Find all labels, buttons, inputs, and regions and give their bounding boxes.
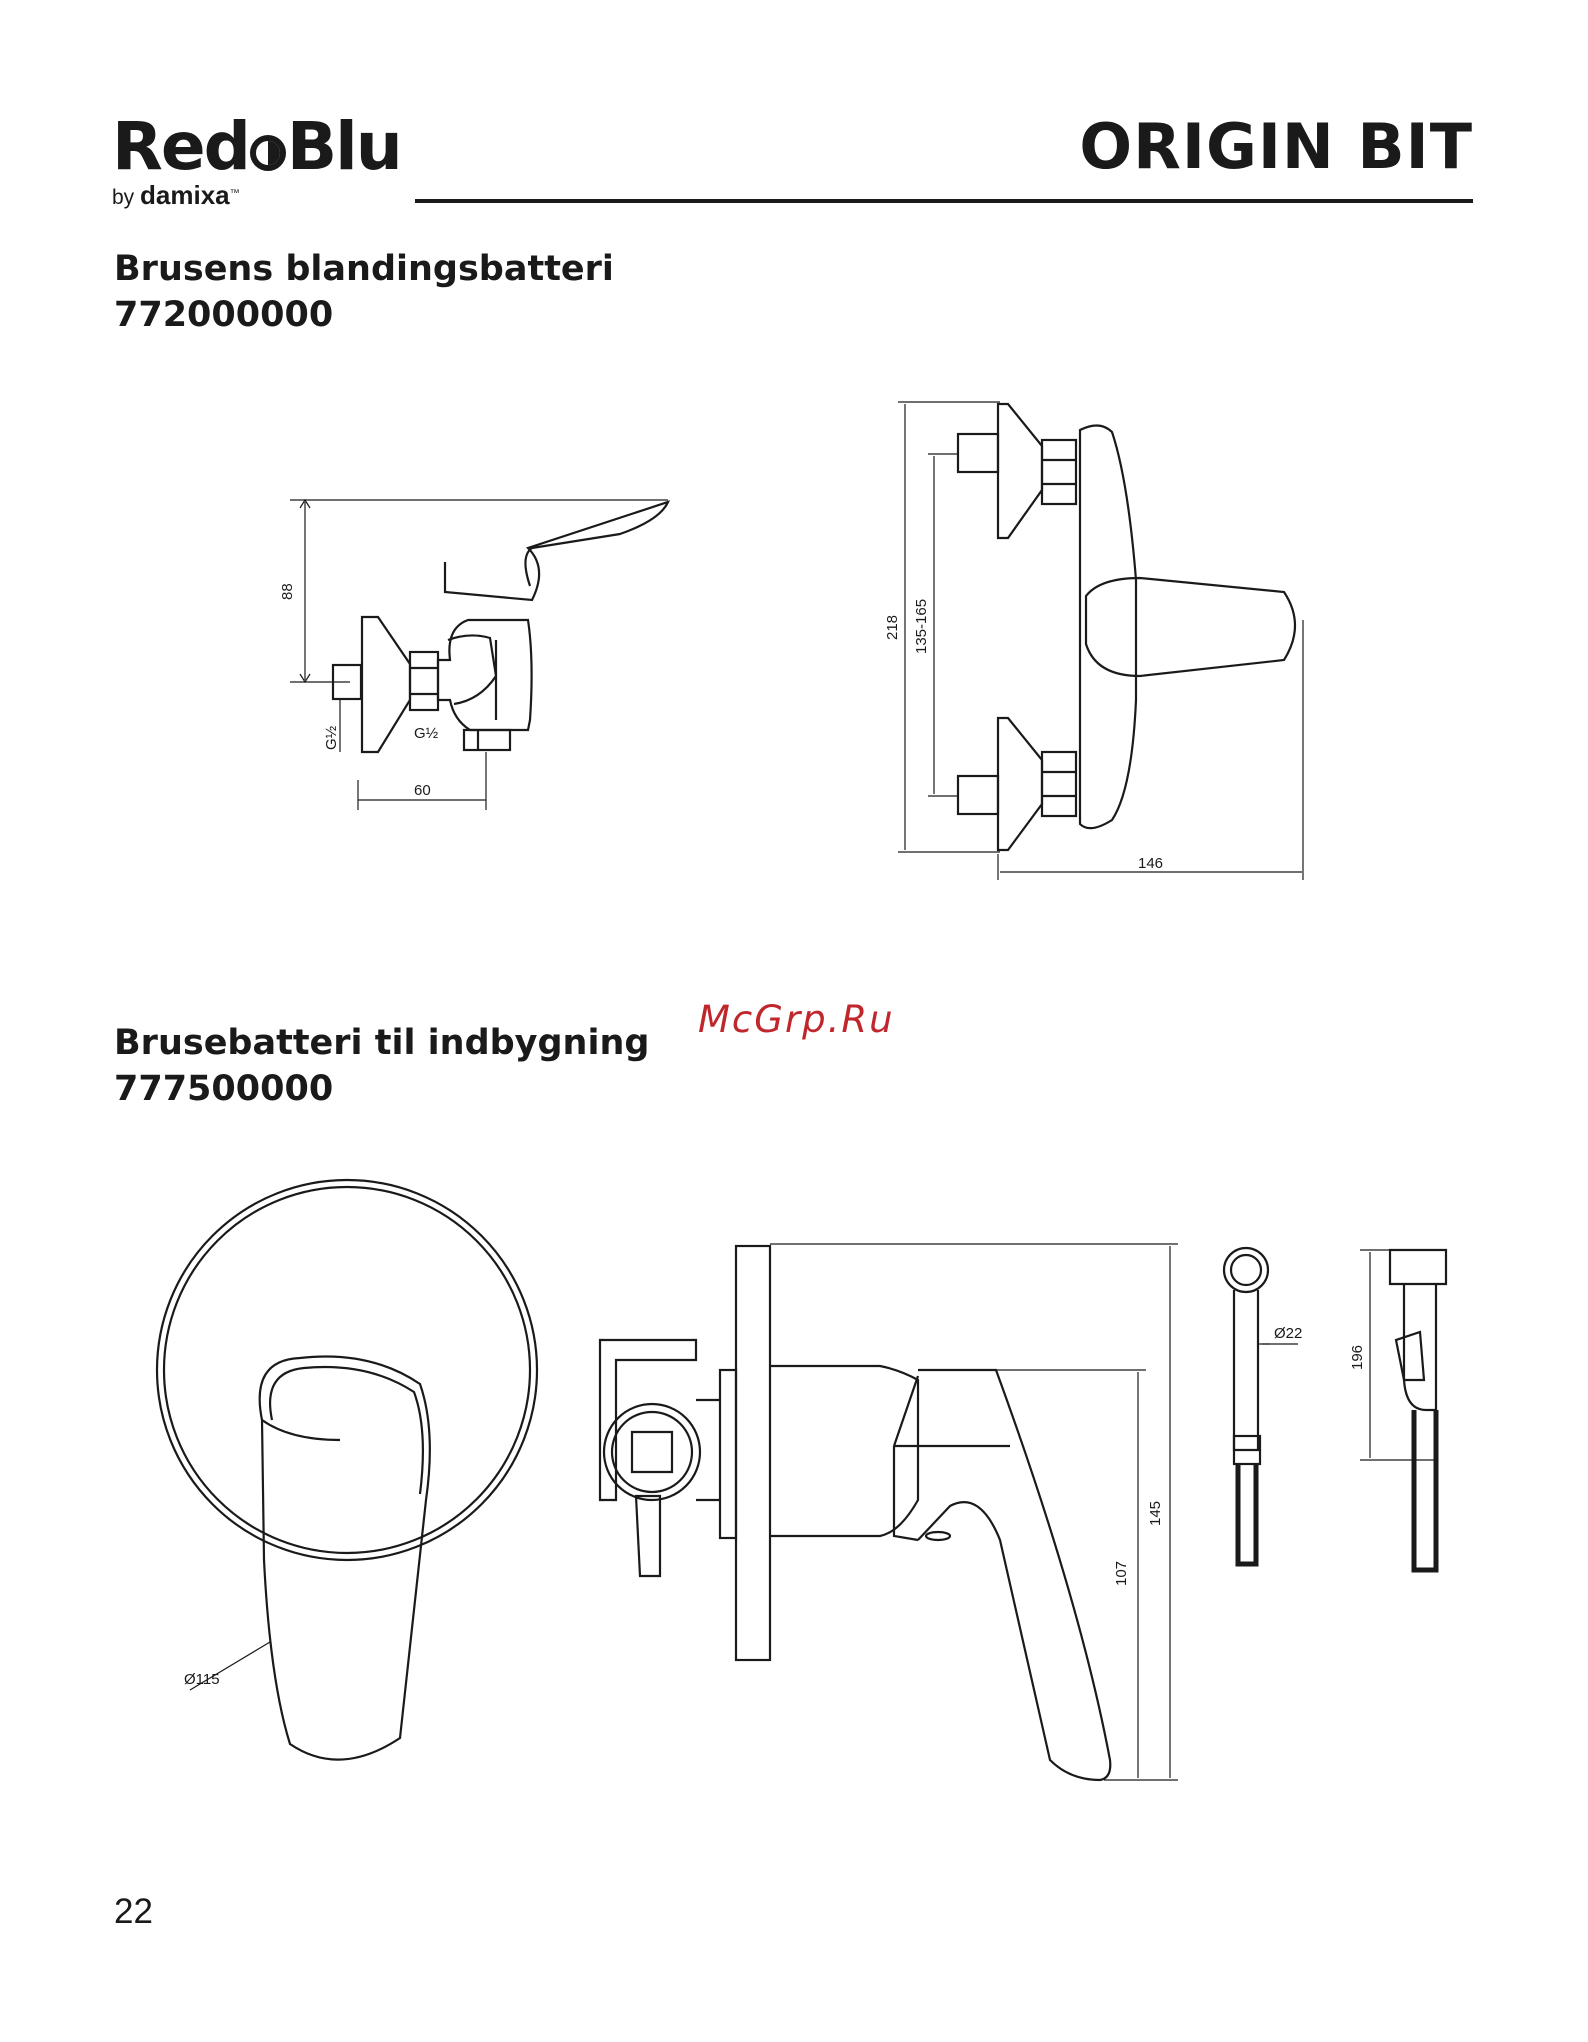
wall-bracket-drawing — [1224, 1248, 1298, 1564]
dim-135-165: 135-165 — [913, 599, 930, 654]
dim-d115: Ø115 — [184, 1671, 220, 1688]
dim-146: 146 — [1138, 855, 1163, 872]
dim-196: 196 — [1349, 1345, 1366, 1370]
dim-218: 218 — [884, 615, 901, 640]
dim-145: 145 — [1147, 1501, 1164, 1526]
dim-g-inlet: G½ — [323, 725, 340, 750]
dim-88: 88 — [279, 583, 296, 600]
dim-60: 60 — [414, 782, 431, 799]
concealed-mixer-side-drawing — [600, 1244, 1178, 1780]
hand-shower-drawing — [1360, 1250, 1446, 1570]
dim-107: 107 — [1113, 1561, 1130, 1586]
mixer-side-view-drawing — [290, 500, 668, 810]
dim-d22: Ø22 — [1274, 1325, 1302, 1342]
mixer-front-view-drawing — [898, 402, 1303, 880]
dim-g-outlet: G½ — [414, 725, 439, 742]
